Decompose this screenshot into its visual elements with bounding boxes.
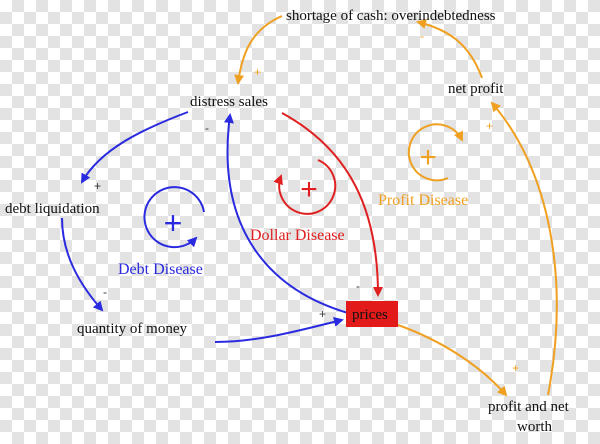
arrow-profit-net-worth-to-net-profit	[490, 101, 558, 396]
loop-dollar-label: Dollar Disease	[250, 227, 345, 244]
node-profit-and-net: profit and net	[488, 399, 570, 415]
node-debt-liquidation: debt liquidation	[5, 201, 100, 217]
polarity-np-to-shortage: -	[420, 29, 424, 43]
loop-profit-circle-icon	[407, 123, 463, 182]
loop-dollar-circle-icon	[273, 159, 337, 215]
arrow-shortage-to-distress-sales	[234, 15, 283, 85]
arrow-net-profit-to-shortage	[416, 19, 483, 79]
polarity-ds-to-prices: -	[356, 279, 360, 293]
polarity-qm-to-prices: +	[319, 307, 326, 321]
arrow-prices-to-profit-net-worth	[397, 324, 508, 397]
arrow-quantity-of-money-to-prices	[214, 316, 344, 343]
polarity-shortage-to-ds: +	[254, 65, 261, 79]
arrow-debt-liquidation-to-quantity-of-money	[61, 217, 104, 312]
node-quantity-of-money: quantity of money	[77, 321, 187, 337]
loop-profit-sign: +	[419, 141, 437, 174]
polarity-prices-to-pnw: +	[512, 361, 519, 375]
arrow-distress-sales-to-prices	[281, 112, 383, 297]
loop-debt-circle-icon	[143, 186, 205, 249]
loop-profit-label: Profit Disease	[378, 192, 468, 209]
node-shortage-of-cash: shortage of cash: overindebtedness	[286, 8, 496, 24]
polarity-dl-to-qm: -	[103, 285, 107, 299]
node-net-profit: net profit	[448, 81, 504, 97]
node-prices: prices	[352, 307, 388, 323]
loop-dollar-sign: +	[300, 173, 318, 206]
node-worth: worth	[517, 419, 552, 435]
prices-box	[346, 301, 398, 327]
loop-debt-disease: + Debt Disease	[118, 186, 205, 278]
polarity-pnw-to-np: +	[486, 119, 493, 133]
loop-dollar-disease: + Dollar Disease	[250, 159, 345, 244]
loop-profit-disease: + Profit Disease	[378, 123, 468, 209]
loop-debt-sign: +	[164, 205, 183, 241]
arrow-prices-to-distress-sales	[224, 113, 349, 314]
polarity-ds-to-dl: +	[94, 179, 101, 193]
node-distress-sales: distress sales	[190, 94, 268, 110]
loop-debt-label: Debt Disease	[118, 261, 203, 278]
arrow-distress-sales-to-debt-liquidation	[81, 111, 189, 184]
polarity-prices-to-ds: -	[205, 121, 209, 135]
